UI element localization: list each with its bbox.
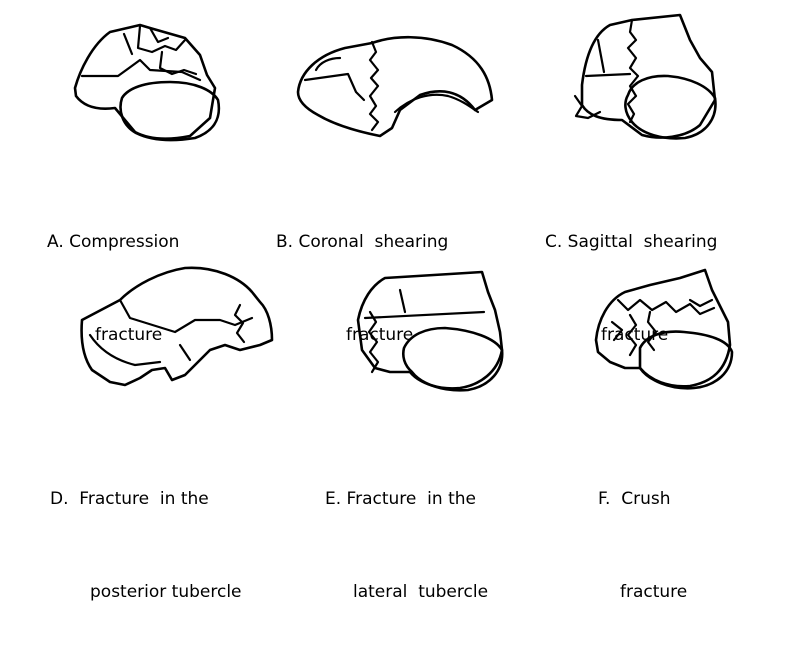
panel-c: C. Sagittal shearing fracture bbox=[545, 13, 717, 413]
caption-d-line1: D. Fracture in the bbox=[50, 489, 209, 509]
panel-c-talus-drawing bbox=[573, 13, 717, 140]
caption-e-line1: E. Fracture in the bbox=[325, 489, 476, 509]
caption-a-line1: A. Compression bbox=[47, 232, 180, 252]
panel-a: A. Compression fracture bbox=[47, 23, 221, 413]
caption-f: F. Crush fracture bbox=[598, 422, 687, 670]
caption-c-line1: C. Sagittal shearing bbox=[545, 232, 718, 252]
talus-fracture-figure: A. Compression fracture B. Coronal shear… bbox=[47, 13, 734, 602]
panel-f-talus-drawing bbox=[594, 268, 734, 390]
caption-f-line1: F. Crush bbox=[598, 489, 671, 509]
panel-a-talus-drawing bbox=[73, 23, 221, 142]
panel-d-talus-drawing bbox=[80, 266, 274, 387]
panel-b-talus-drawing bbox=[296, 35, 494, 138]
caption-b-line2: fracture bbox=[346, 325, 414, 345]
panel-f: F. Crush fracture bbox=[594, 268, 734, 602]
caption-c: C. Sagittal shearing fracture bbox=[545, 165, 717, 413]
panel-e-talus-drawing bbox=[356, 270, 504, 392]
panel-b: B. Coronal shearing fracture bbox=[276, 35, 494, 413]
caption-a-line2: fracture bbox=[95, 325, 163, 345]
caption-d-line2: posterior tubercle bbox=[90, 582, 242, 602]
caption-b-line1: B. Coronal shearing bbox=[276, 232, 449, 252]
caption-c-line2: fracture bbox=[601, 325, 669, 345]
caption-b: B. Coronal shearing fracture bbox=[276, 165, 448, 413]
caption-e-line2: lateral tubercle bbox=[353, 582, 489, 602]
caption-f-line2: fracture bbox=[620, 582, 688, 602]
caption-a: A. Compression fracture bbox=[47, 165, 179, 413]
